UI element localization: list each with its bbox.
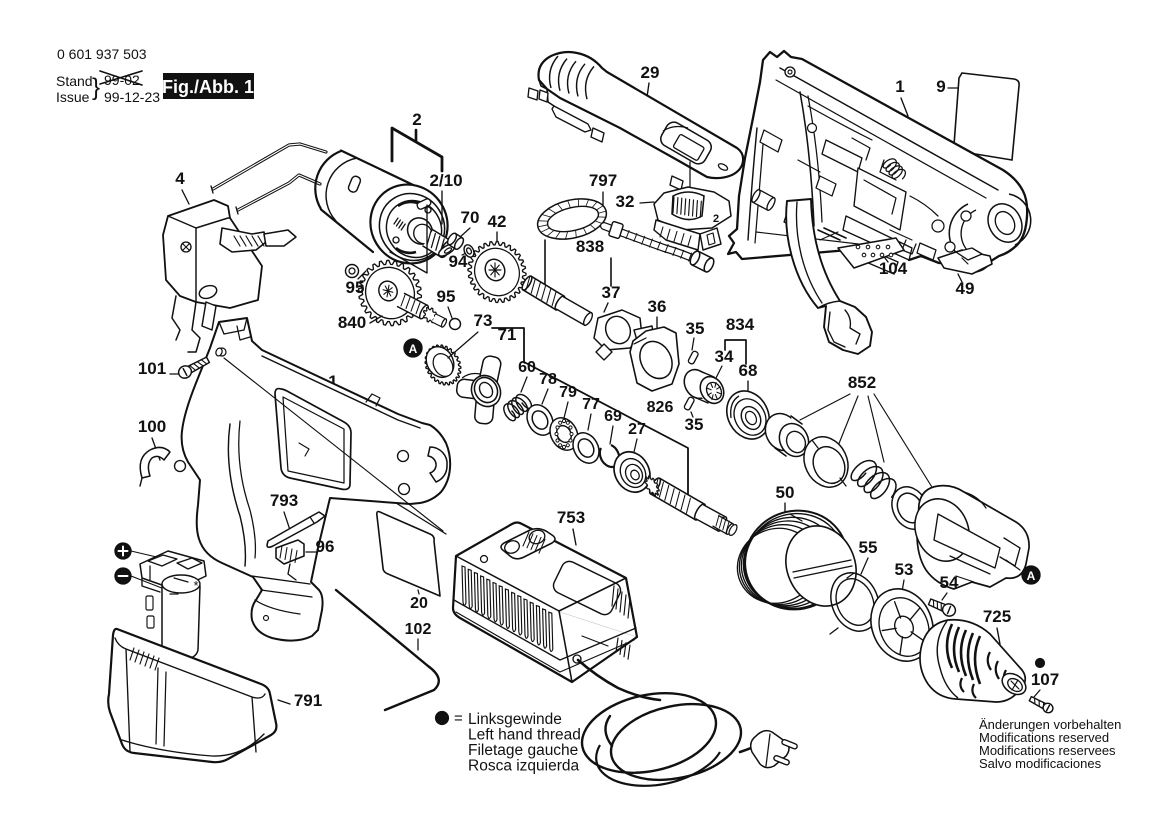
svg-text:100: 100 xyxy=(138,417,166,436)
svg-text:95: 95 xyxy=(437,287,456,306)
svg-text:54: 54 xyxy=(940,573,959,592)
svg-text:791: 791 xyxy=(294,691,322,710)
svg-text:49: 49 xyxy=(956,279,975,298)
svg-text:0 601 937 503: 0 601 937 503 xyxy=(57,46,147,62)
svg-text:42: 42 xyxy=(488,212,507,231)
svg-text:Rosca izquierda: Rosca izquierda xyxy=(468,758,580,775)
svg-text:55: 55 xyxy=(859,538,878,557)
svg-text:36: 36 xyxy=(648,297,667,316)
svg-text:840: 840 xyxy=(338,313,366,332)
svg-text:37: 37 xyxy=(602,283,621,302)
svg-text:*: * xyxy=(193,578,198,593)
svg-text:68: 68 xyxy=(739,361,758,380)
svg-text:1: 1 xyxy=(895,77,904,96)
svg-text:2/10: 2/10 xyxy=(429,171,462,190)
svg-text:Fig./Abb. 1: Fig./Abb. 1 xyxy=(162,77,254,97)
svg-text:Issue: Issue xyxy=(56,89,90,105)
svg-text:Modifications reserved: Modifications reserved xyxy=(979,730,1109,745)
svg-text:101: 101 xyxy=(138,359,166,378)
svg-text:9: 9 xyxy=(936,77,945,96)
svg-text:20: 20 xyxy=(410,595,428,612)
svg-text:Stand: Stand xyxy=(56,73,93,89)
svg-text:50: 50 xyxy=(776,483,795,502)
svg-text:Left hand thread: Left hand thread xyxy=(468,727,581,744)
svg-text:102: 102 xyxy=(405,621,432,638)
svg-text:104: 104 xyxy=(879,259,908,278)
svg-text:73: 73 xyxy=(474,311,493,330)
svg-text:35: 35 xyxy=(685,415,704,434)
svg-text:95: 95 xyxy=(346,278,365,297)
svg-text:34: 34 xyxy=(715,347,734,366)
svg-text:53: 53 xyxy=(895,560,914,579)
svg-text:69: 69 xyxy=(604,408,622,425)
svg-text:Änderungen vorbehalten: Änderungen vorbehalten xyxy=(979,717,1121,732)
svg-text:A: A xyxy=(1027,569,1036,583)
svg-text:838: 838 xyxy=(576,237,604,256)
svg-text:Salvo modificaciones: Salvo modificaciones xyxy=(979,756,1102,771)
svg-text:94: 94 xyxy=(449,252,468,271)
svg-text:Linksgewinde: Linksgewinde xyxy=(468,711,562,728)
svg-text:793: 793 xyxy=(270,491,298,510)
svg-text:834: 834 xyxy=(726,315,755,334)
svg-text:725: 725 xyxy=(983,607,1011,626)
svg-text:70: 70 xyxy=(461,208,480,227)
svg-text:32: 32 xyxy=(616,192,635,211)
svg-text:852: 852 xyxy=(848,373,876,392)
svg-text:2: 2 xyxy=(412,110,421,129)
svg-text:78: 78 xyxy=(539,371,557,388)
svg-text:753: 753 xyxy=(557,508,585,527)
svg-text:826: 826 xyxy=(647,399,674,416)
svg-text:96: 96 xyxy=(316,537,335,556)
svg-text:=: = xyxy=(454,710,463,727)
svg-text:Modifications reservees: Modifications reservees xyxy=(979,743,1116,758)
svg-text:71: 71 xyxy=(498,325,517,344)
svg-text:1: 1 xyxy=(328,372,337,391)
svg-text:107: 107 xyxy=(1031,670,1059,689)
svg-text:}: } xyxy=(92,74,100,101)
svg-text:60: 60 xyxy=(518,359,536,376)
svg-text:99-12-23: 99-12-23 xyxy=(104,89,160,105)
svg-text:35: 35 xyxy=(686,319,705,338)
svg-text:2: 2 xyxy=(713,213,719,225)
svg-text:797: 797 xyxy=(589,171,617,190)
svg-text:27: 27 xyxy=(628,421,646,438)
svg-text:A: A xyxy=(409,342,418,356)
svg-text:4: 4 xyxy=(175,169,185,188)
svg-text:Filetage gauche: Filetage gauche xyxy=(468,742,578,759)
svg-text:79: 79 xyxy=(559,384,577,401)
svg-text:29: 29 xyxy=(641,63,660,82)
svg-text:77: 77 xyxy=(582,396,600,413)
